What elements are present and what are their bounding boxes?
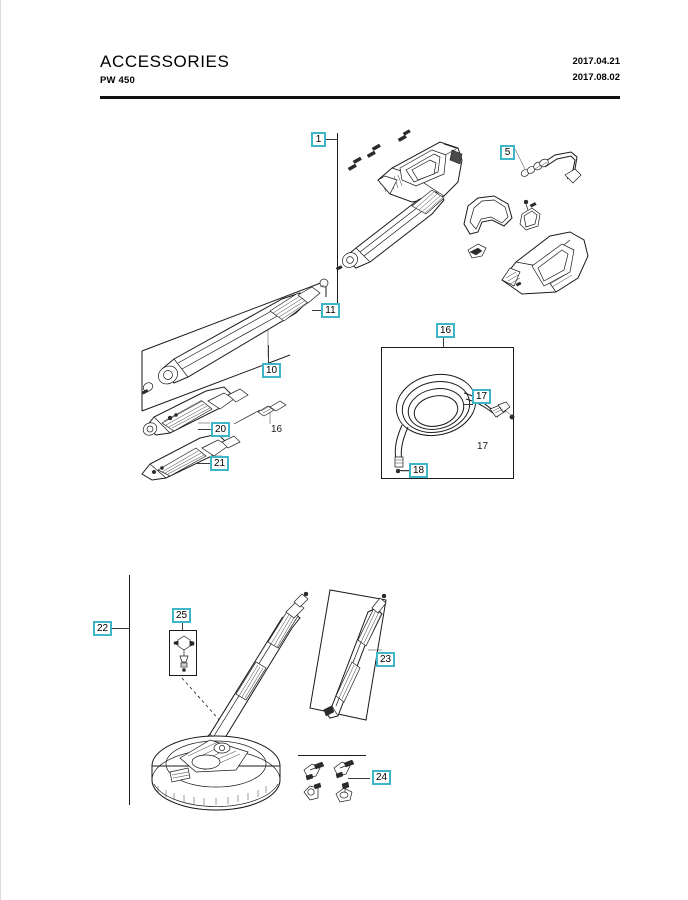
callout-1[interactable]: 1 [311, 132, 326, 147]
callout-18-leader [396, 470, 409, 471]
callout-11-leader [312, 310, 321, 311]
nozzle-fitting-kit-artwork [514, 145, 590, 190]
callout-21[interactable]: 21 [210, 456, 229, 471]
callout-22[interactable]: 22 [93, 621, 112, 636]
fittings-leader [348, 778, 370, 779]
hose-group-frame [381, 347, 514, 479]
header-divider-rule [100, 96, 620, 99]
callout-23[interactable]: 23 [376, 652, 395, 667]
date-primary: 2017.04.21 [572, 56, 620, 67]
callout-17-leader [464, 404, 473, 405]
lance-group-artwork [140, 265, 340, 415]
page-border-left [0, 0, 1, 900]
nozzle-cleaning-pin-artwork [232, 398, 292, 428]
date-secondary: 2017.08.02 [572, 72, 620, 83]
service-kit-leader [182, 622, 183, 630]
extension-lance-artwork [302, 588, 392, 738]
gun-shell-components-artwork [458, 192, 593, 297]
service-kit-frame [169, 630, 197, 676]
callout-20-leader [198, 429, 211, 430]
callout-20[interactable]: 20 [211, 422, 230, 437]
fittings-group-rule [298, 755, 366, 756]
callout-25-leader [182, 623, 183, 624]
page-header: ACCESSORIES PW 450 2017.04.21 2017.08.02 [100, 52, 620, 88]
connector-fittings-artwork [300, 758, 370, 804]
callout-10[interactable]: 10 [262, 363, 281, 378]
callout-18[interactable]: 18 [409, 463, 428, 478]
callout-10-leader [268, 345, 269, 363]
model-designation: PW 450 [100, 75, 135, 86]
turbo-nozzle-artwork [140, 385, 265, 440]
group22-leader [110, 628, 129, 629]
surface-cleaner-artwork [140, 590, 340, 811]
hose-group-leader [443, 338, 444, 348]
group1-vertical-divider [337, 133, 338, 311]
plain-label-17: 17 [477, 441, 489, 452]
fan-nozzle-artwork [138, 428, 253, 483]
callout-1-leader [326, 139, 337, 140]
group22-vertical-divider [129, 575, 130, 805]
service-kit-artwork [172, 634, 196, 674]
callout-17[interactable]: 17 [472, 389, 491, 404]
callout-11[interactable]: 11 [321, 303, 340, 318]
plain-label-16: 16 [271, 424, 283, 435]
page-title: ACCESSORIES [100, 52, 230, 71]
callout-21-leader [197, 463, 210, 464]
high-pressure-hose-artwork [386, 355, 515, 475]
spray-gun-artwork [335, 129, 590, 295]
callout-24[interactable]: 24 [372, 770, 391, 785]
callout-16[interactable]: 16 [436, 323, 455, 338]
revision-dates: 2017.04.21 2017.08.02 [572, 54, 620, 86]
callout-25[interactable]: 25 [172, 608, 191, 623]
callout-5[interactable]: 5 [500, 145, 515, 160]
